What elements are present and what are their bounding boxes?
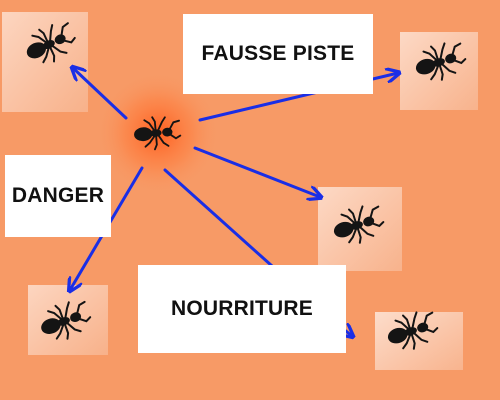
label-fausse-piste: FAUSSE PISTE: [183, 14, 373, 94]
label-nourriture: NOURRITURE: [138, 265, 346, 353]
ant-tile-top-right: [400, 32, 478, 110]
arrow-to-middle-right: [193, 146, 320, 197]
label-danger: DANGER: [5, 155, 111, 237]
ant-tile-middle-right: [318, 187, 402, 271]
ant-tile-bottom-right: [375, 312, 463, 370]
label-fausse-piste-text: FAUSSE PISTE: [201, 42, 355, 65]
ant-tile-top-left: [2, 12, 88, 112]
label-nourriture-text: NOURRITURE: [171, 297, 313, 320]
label-danger-text: DANGER: [11, 184, 105, 207]
arrow-to-top-left: [73, 68, 128, 120]
